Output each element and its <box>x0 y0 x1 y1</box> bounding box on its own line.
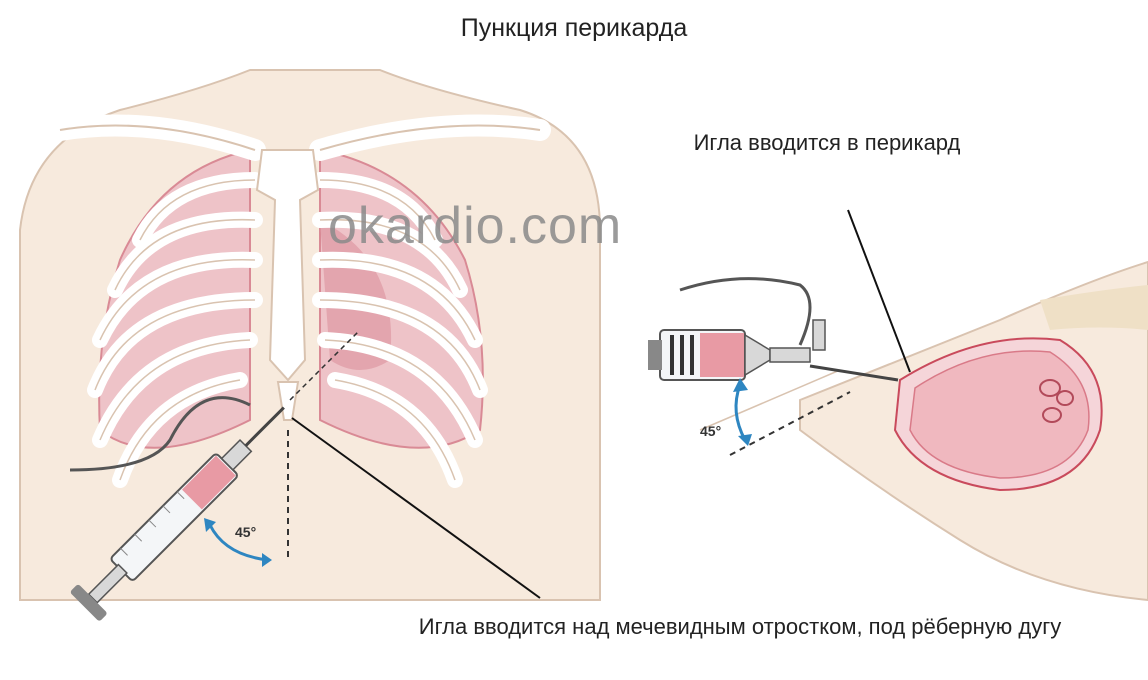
label-needle-into-pericardium: Игла вводится в перикард <box>692 128 962 157</box>
syringe-right <box>648 330 898 380</box>
torso-figure <box>20 70 600 622</box>
label-needle-above-xiphoid: Игла вводится над мечевидным отростком, … <box>380 612 1100 641</box>
pointer-line-pericardium <box>848 210 910 372</box>
watermark-text: okardio.com <box>328 196 622 256</box>
sagittal-figure <box>648 262 1148 600</box>
angle-label-left: 45° <box>235 524 256 540</box>
angle-label-right: 45° <box>700 423 721 439</box>
sternum-section <box>1040 285 1148 330</box>
ecg-clip <box>813 320 825 350</box>
